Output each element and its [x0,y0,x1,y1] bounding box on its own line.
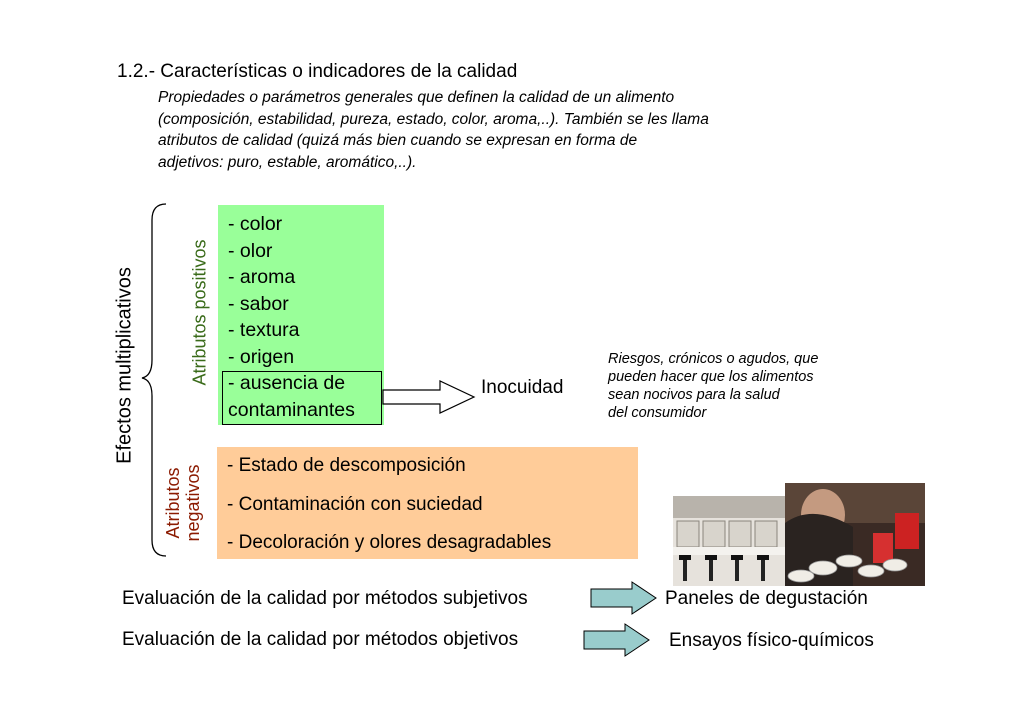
arrow-subjective [590,581,657,615]
intro-line: adjetivos: puro, estable, aromático,..). [158,153,417,171]
objective-evaluation-label: Evaluación de la calidad por métodos obj… [122,629,519,650]
curly-brace [141,203,167,557]
riesgos-line: sean nocivos para la salud [608,387,780,403]
list-item: - aroma [228,266,296,288]
riesgos-line: del consumidor [608,405,707,421]
list-item: - sabor [228,292,289,315]
subjective-evaluation-label: Evaluación de la calidad por métodos sub… [122,588,528,609]
positive-attributes-box [218,205,384,425]
neg-label-line: negativos [183,464,203,542]
negative-attributes-list: - Estado de descomposición - Contaminaci… [227,455,551,571]
riesgos-note: Riesgos, crónicos o agudos, que pueden h… [608,350,818,422]
paneles-degustacion-label: Paneles de degustación [665,588,868,609]
atributos-positivos-label: Atributos positivos [189,239,210,386]
intro-line: atributos de calidad (quizá más bien cua… [158,132,638,149]
intro-paragraph: Propiedades o parámetros generales que d… [158,87,878,173]
arrow-objective [583,623,650,657]
ensayos-fisicoquimicos-label: Ensayos físico-químicos [669,630,874,651]
riesgos-line: pueden hacer que los alimentos [608,369,814,385]
neg-label-line: Atributos [163,467,183,539]
list-item: - Contaminación con suciedad [227,493,483,515]
intro-line: Propiedades o parámetros generales que d… [158,89,675,106]
intro-line: (composición, estabilidad, pureza, estad… [158,110,709,128]
riesgos-line: Riesgos, crónicos o agudos, que [608,351,819,367]
list-item: - origen [228,345,295,368]
list-item: - olor [228,239,273,262]
atributos-negativos-label: Atributos negativos [163,443,203,563]
tasting-panel-photo [673,483,925,586]
positive-attributes-list: - color - olor - aroma - sabor - textura… [228,211,355,423]
negative-attributes-box [217,447,638,559]
list-item: - color [228,213,283,235]
arrow-to-inocuidad [382,380,476,414]
list-item: - ausencia de [228,372,346,394]
slide-title: 1.2.- Características o indicadores de l… [117,61,518,82]
list-item: - textura [228,319,300,341]
list-item: - Estado de descomposición [227,455,466,476]
inocuidad-label: Inocuidad [481,377,564,398]
efectos-multiplicativos-label: Efectos multiplicativos [113,267,136,464]
contaminants-outline [222,371,382,425]
list-item: contaminantes [228,398,355,421]
list-item: - Decoloración y olores desagradables [227,532,552,553]
